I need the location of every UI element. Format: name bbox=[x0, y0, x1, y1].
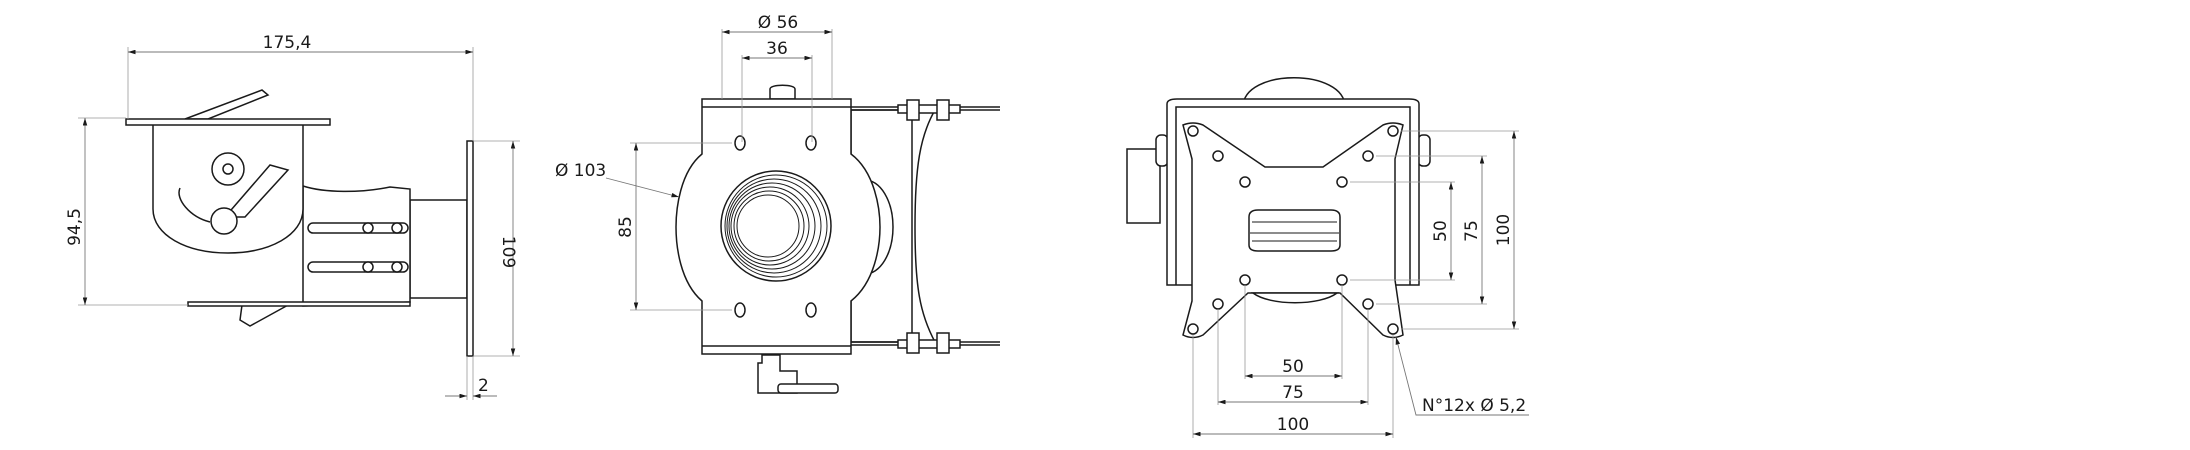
front-view-bracket bbox=[675, 84, 1000, 394]
dimension-width: 175,4 bbox=[127, 33, 474, 141]
dimension-horizontal-75: 75 bbox=[1217, 309, 1369, 405]
horizontal-100-label: 100 bbox=[1277, 415, 1309, 435]
flange-diameter-label: Ø 103 bbox=[555, 161, 606, 181]
dimension-tube-diameter: Ø 56 bbox=[721, 13, 833, 99]
height-label: 94,5 bbox=[65, 208, 85, 246]
vertical-50-label: 50 bbox=[1431, 220, 1451, 242]
inner-width-label: 36 bbox=[766, 39, 788, 59]
vesa-plate-drawing bbox=[1126, 77, 1431, 339]
dimension-height: 94,5 bbox=[65, 117, 188, 306]
hole-spacing-label: 85 bbox=[616, 216, 636, 238]
vesa-view: 50 75 100 50 75 100 N°12x Ø bbox=[1126, 77, 1529, 438]
front-view: Ø 56 36 Ø 103 85 bbox=[555, 13, 1000, 394]
width-label: 175,4 bbox=[263, 33, 312, 53]
dimension-flange-diameter: Ø 103 bbox=[555, 161, 680, 198]
holes-note-label: N°12x Ø 5,2 bbox=[1422, 396, 1526, 416]
tube-diameter-label: Ø 56 bbox=[758, 13, 798, 33]
side-view: 175,4 94,5 109 2 bbox=[65, 33, 520, 400]
plate-thickness-label: 2 bbox=[478, 376, 489, 396]
dimension-horizontal-50: 50 bbox=[1244, 285, 1343, 379]
horizontal-75-label: 75 bbox=[1282, 383, 1304, 403]
vertical-100-label: 100 bbox=[1494, 214, 1514, 246]
plate-height-label: 109 bbox=[498, 236, 518, 268]
dimension-plate-height: 109 bbox=[473, 140, 520, 357]
dimension-plate-thickness: 2 bbox=[445, 356, 497, 400]
dimension-inner-width: 36 bbox=[741, 39, 813, 142]
horizontal-50-label: 50 bbox=[1282, 357, 1304, 377]
dimension-hole-spacing: 85 bbox=[616, 142, 732, 311]
dimension-vertical-100: 100 bbox=[1401, 130, 1519, 330]
side-view-bracket bbox=[125, 89, 474, 357]
dimension-horizontal-100: 100 bbox=[1192, 335, 1394, 438]
vertical-75-label: 75 bbox=[1462, 220, 1482, 242]
dimension-vertical-75: 75 bbox=[1376, 155, 1487, 305]
holes-note-callout: N°12x Ø 5,2 bbox=[1395, 336, 1529, 416]
dimension-vertical-50: 50 bbox=[1350, 181, 1455, 281]
